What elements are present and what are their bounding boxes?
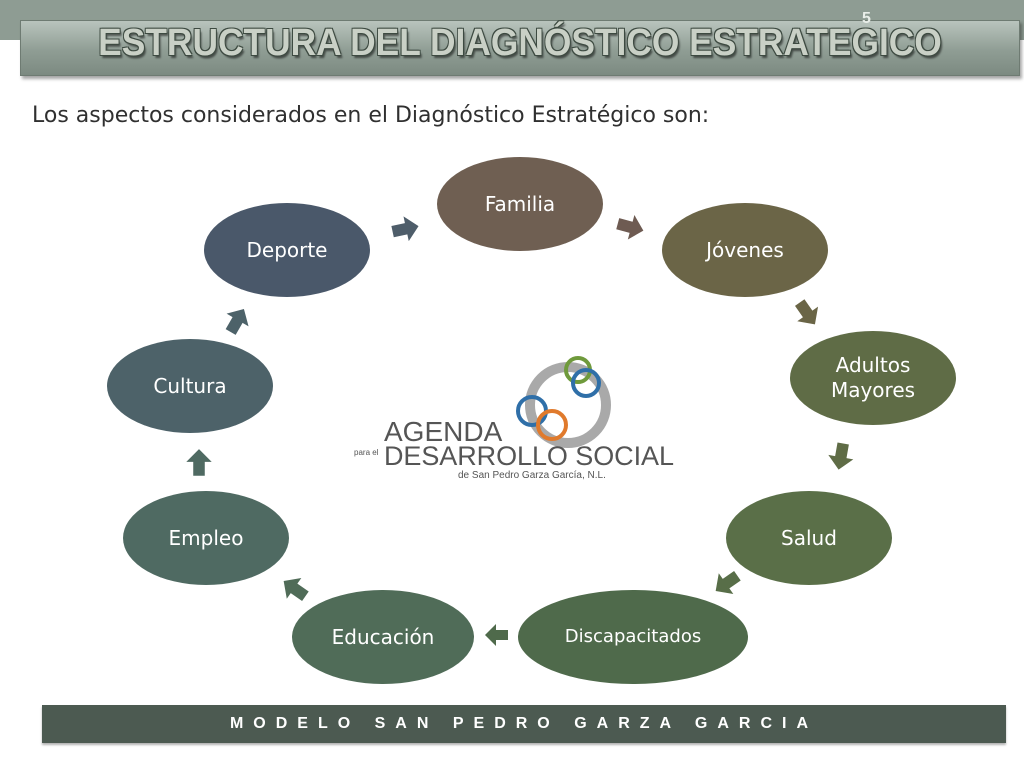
- arrow-empleo-cultura: [184, 448, 214, 478]
- node-deporte: Deporte: [204, 203, 370, 297]
- node-cultura: Cultura: [107, 339, 273, 433]
- arrow-familia-jovenes: [614, 212, 646, 242]
- arrow-cultura-deporte: [222, 306, 252, 336]
- node-jovenes: Jóvenes: [662, 203, 828, 297]
- arrow-jovenes-adultos: [792, 298, 822, 328]
- logo-agenda-text: AGENDA: [384, 416, 503, 447]
- footer-text: MODELO SAN PEDRO GARZA GARCIA: [229, 715, 819, 732]
- subtitle: Los aspectos considerados en el Diagnóst…: [32, 103, 710, 128]
- arrow-adultos-salud: [826, 440, 856, 472]
- node-label: Empleo: [168, 525, 244, 550]
- node-label: Deporte: [246, 237, 328, 262]
- logo-desarrollo-text: DESARROLLO SOCIAL: [384, 441, 674, 471]
- node-familia: Familia: [437, 157, 603, 251]
- node-label-line2: Mayores: [830, 378, 916, 402]
- node-salud: Salud: [726, 491, 892, 585]
- logo-graphic: AGENDA para el DESARROLLO SOCIAL de San …: [354, 356, 674, 481]
- arrow-salud-discapacitados: [712, 568, 742, 598]
- node-label: Jóvenes: [706, 237, 784, 262]
- node-discapacitados: Discapacitados: [518, 590, 748, 684]
- arrow-discapacitados-educacion: [484, 620, 510, 650]
- node-label: Educación: [331, 624, 435, 649]
- slide-number: 5: [862, 10, 871, 27]
- footer-band: MODELO SAN PEDRO GARZA GARCIA: [42, 705, 1006, 743]
- logo-location-text: de San Pedro Garza García, N.L.: [458, 470, 606, 481]
- node-empleo: Empleo: [123, 491, 289, 585]
- arrow-educacion-empleo: [280, 574, 310, 604]
- node-label: Cultura: [153, 373, 227, 398]
- arrow-deporte-familia: [388, 214, 422, 244]
- node-label: Salud: [781, 525, 837, 550]
- title-bar: [20, 20, 1020, 76]
- node-adultos-mayores: Adultos Mayores: [790, 331, 956, 425]
- node-educacion: Educación: [292, 590, 474, 684]
- logo-prefix-text: para el: [354, 448, 379, 457]
- node-label: Discapacitados: [564, 625, 702, 647]
- node-label-line1: Adultos: [835, 353, 911, 377]
- agenda-logo: AGENDA para el DESARROLLO SOCIAL de San …: [340, 345, 700, 485]
- slide-title: ESTRUCTURA DEL DIAGNÓSTICO ESTRATEGICO: [98, 22, 942, 64]
- node-label: Familia: [484, 191, 556, 216]
